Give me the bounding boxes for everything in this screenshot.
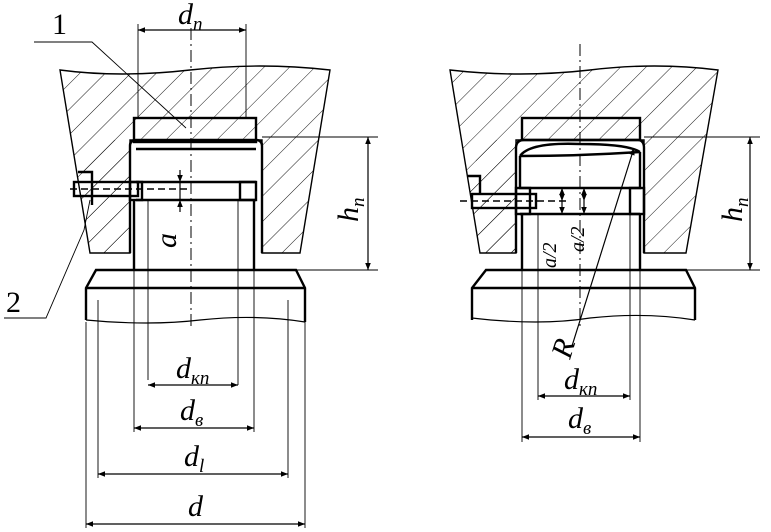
label-dkp-right: dкп — [564, 363, 597, 400]
left-callout-1: 1 — [52, 8, 67, 41]
label-hn-left: hn — [332, 198, 369, 223]
right-screw-region — [470, 140, 516, 253]
left-callout-2: 2 — [6, 286, 21, 319]
label-a-half-1: a/2 — [539, 242, 561, 268]
label-dv-left: dв — [180, 394, 203, 431]
right-base-plate — [470, 268, 697, 320]
label-hn-right: hn — [716, 198, 753, 223]
label-dn: dn — [178, 0, 203, 35]
label-R: R — [545, 335, 582, 363]
label-d1: dl — [184, 440, 204, 477]
left-base-plate — [84, 268, 307, 322]
left-view: 1 2 dn hn a dкп dв dl d — [4, 0, 378, 528]
right-tool-body — [449, 65, 719, 254]
label-a-left: a — [150, 233, 183, 248]
label-d: d — [188, 490, 204, 523]
label-dkp-left: dкп — [176, 352, 209, 389]
right-view: hn a/2 a/2 R dкп dв — [449, 44, 760, 442]
left-top-plate — [132, 116, 258, 144]
label-dv-right: dв — [568, 402, 591, 439]
label-a-half-2: a/2 — [567, 226, 589, 252]
